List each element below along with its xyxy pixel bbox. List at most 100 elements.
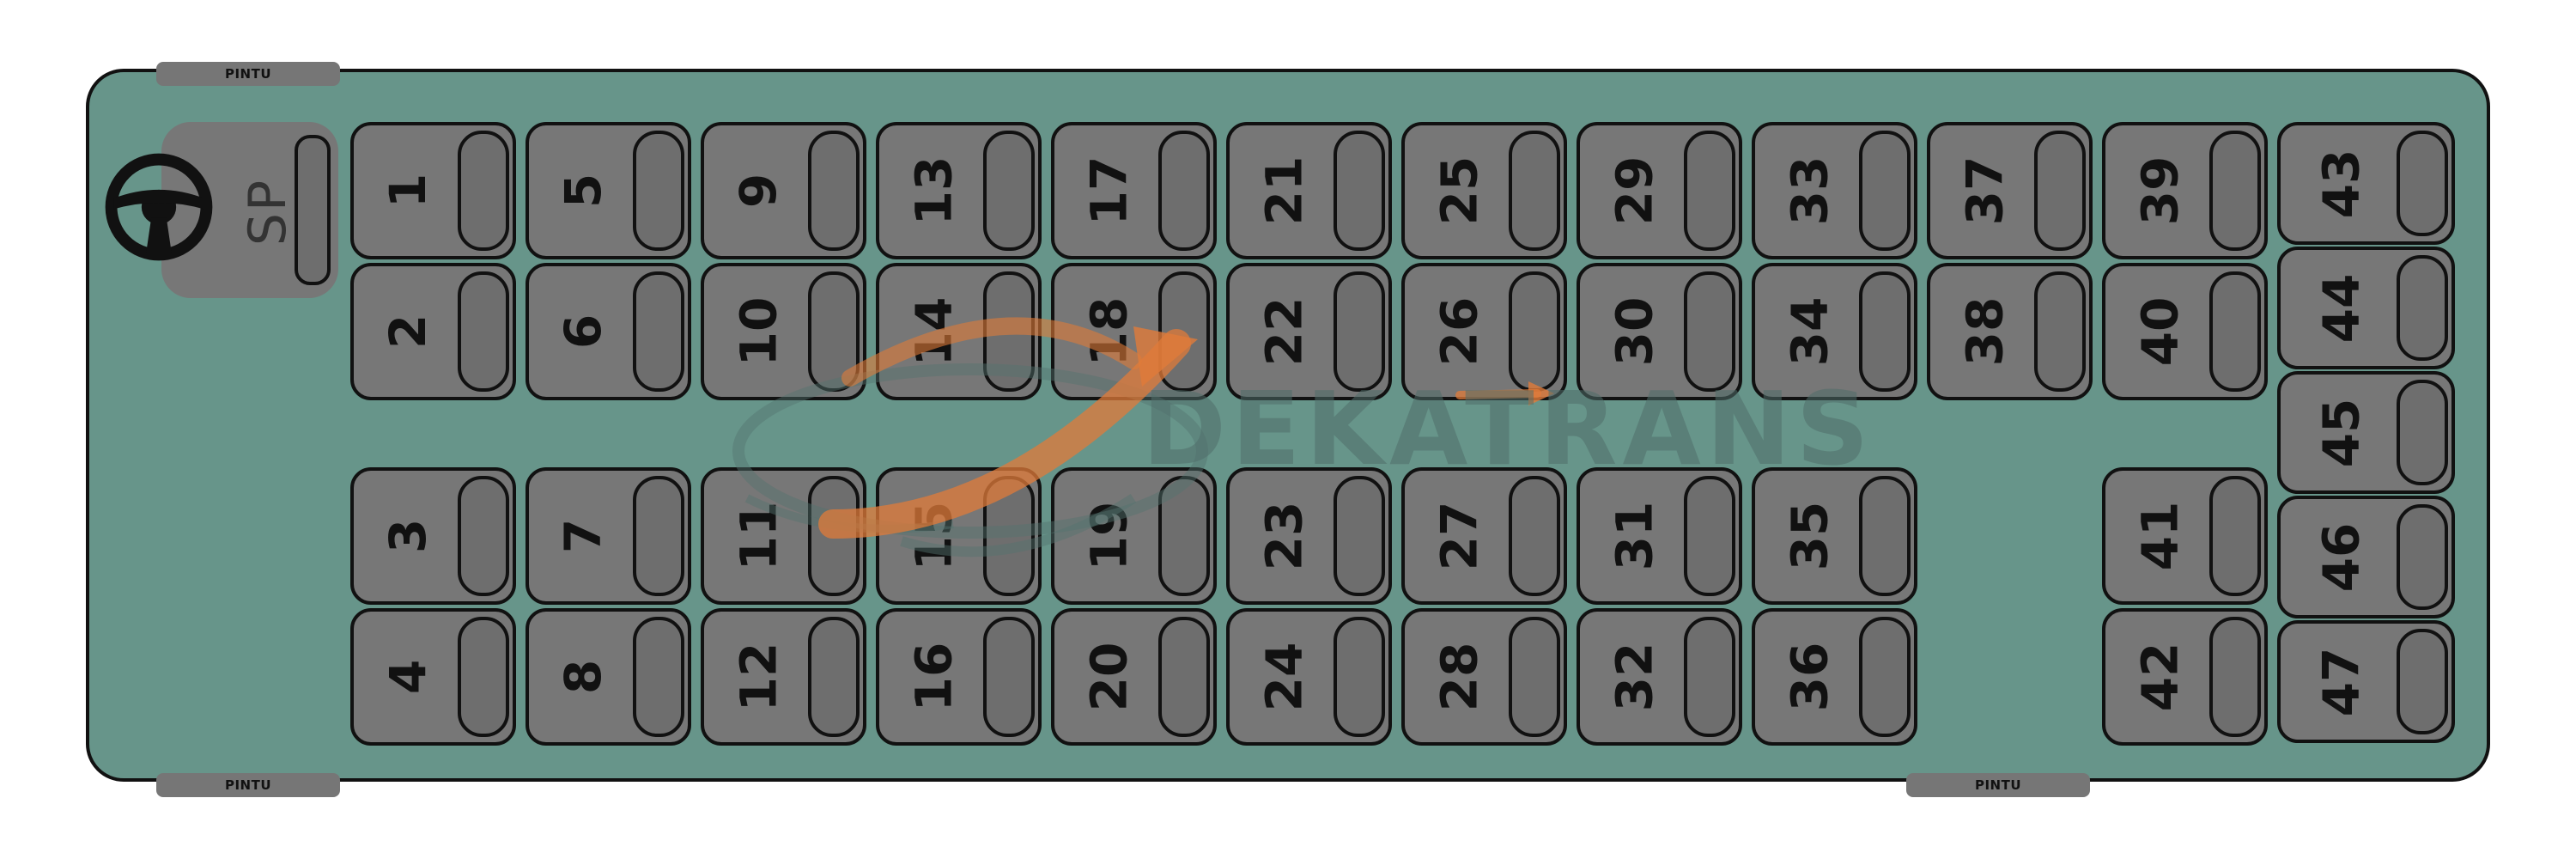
- seat-backrest: [2034, 131, 2086, 251]
- seat-34[interactable]: 34: [1752, 263, 1917, 400]
- seat-number: 27: [1430, 501, 1489, 571]
- seat-47[interactable]: 47: [2277, 620, 2455, 743]
- seat-32[interactable]: 32: [1577, 608, 1742, 746]
- seat-21[interactable]: 21: [1226, 122, 1392, 259]
- seat-25[interactable]: 25: [1401, 122, 1567, 259]
- seat-number: 10: [729, 296, 788, 367]
- seat-12[interactable]: 12: [701, 608, 866, 746]
- seat-number: 38: [1955, 296, 2014, 367]
- seat-number: 25: [1430, 155, 1489, 226]
- seat-number: 20: [1079, 642, 1139, 712]
- seat-number: 40: [2130, 296, 2190, 367]
- seat-backrest: [458, 131, 509, 251]
- seat-17[interactable]: 17: [1051, 122, 1217, 259]
- seat-number: 13: [904, 155, 963, 226]
- seat-number: 9: [729, 173, 788, 209]
- seat-number: 37: [1955, 155, 2014, 226]
- seat-39[interactable]: 39: [2102, 122, 2268, 259]
- seat-3[interactable]: 3: [350, 467, 516, 605]
- seat-16[interactable]: 16: [876, 608, 1042, 746]
- seat-backrest: [2209, 131, 2261, 251]
- seat-27[interactable]: 27: [1401, 467, 1567, 605]
- seat-20[interactable]: 20: [1051, 608, 1217, 746]
- seat-backrest: [983, 617, 1035, 737]
- seat-37[interactable]: 37: [1927, 122, 2093, 259]
- seat-number: 47: [2312, 647, 2371, 716]
- seat-number: 46: [2312, 522, 2371, 592]
- seat-7[interactable]: 7: [526, 467, 691, 605]
- seat-6[interactable]: 6: [526, 263, 691, 400]
- seat-backrest: [2209, 617, 2261, 737]
- seat-46[interactable]: 46: [2277, 496, 2455, 618]
- seat-backrest: [808, 476, 860, 596]
- seat-number: 31: [1605, 501, 1664, 571]
- seat-number: 33: [1780, 155, 1839, 226]
- seat-backrest: [1334, 617, 1385, 737]
- seat-backrest: [2397, 380, 2448, 485]
- seat-number: 14: [904, 296, 963, 367]
- seat-31[interactable]: 31: [1577, 467, 1742, 605]
- seat-38[interactable]: 38: [1927, 263, 2093, 400]
- seat-backrest: [1509, 131, 1560, 251]
- seat-2[interactable]: 2: [350, 263, 516, 400]
- seat-backrest: [1509, 271, 1560, 392]
- seat-41[interactable]: 41: [2102, 467, 2268, 605]
- seat-22[interactable]: 22: [1226, 263, 1392, 400]
- seat-number: 36: [1780, 642, 1839, 712]
- seat-backrest: [2397, 131, 2448, 236]
- seat-number: 1: [379, 173, 438, 209]
- seat-backrest: [983, 271, 1035, 392]
- door-front-top: PINTU: [156, 62, 340, 86]
- seat-29[interactable]: 29: [1577, 122, 1742, 259]
- seat-5[interactable]: 5: [526, 122, 691, 259]
- driver-seat-label: SP: [238, 178, 298, 247]
- seat-1[interactable]: 1: [350, 122, 516, 259]
- seat-backrest: [2209, 476, 2261, 596]
- seat-42[interactable]: 42: [2102, 608, 2268, 746]
- seat-44[interactable]: 44: [2277, 247, 2455, 369]
- seat-number: 41: [2130, 501, 2190, 571]
- seat-backrest: [2034, 271, 2086, 392]
- seat-43[interactable]: 43: [2277, 122, 2455, 245]
- seat-15[interactable]: 15: [876, 467, 1042, 605]
- seat-backrest: [808, 617, 860, 737]
- seat-backrest: [1334, 271, 1385, 392]
- seat-number: 29: [1605, 155, 1664, 226]
- seat-number: 45: [2312, 398, 2371, 467]
- seat-number: 23: [1255, 501, 1314, 571]
- seat-11[interactable]: 11: [701, 467, 866, 605]
- seat-33[interactable]: 33: [1752, 122, 1917, 259]
- driver-seat-backrest: [295, 135, 331, 285]
- seat-9[interactable]: 9: [701, 122, 866, 259]
- seat-number: 30: [1605, 296, 1664, 367]
- seat-35[interactable]: 35: [1752, 467, 1917, 605]
- seat-30[interactable]: 30: [1577, 263, 1742, 400]
- seat-19[interactable]: 19: [1051, 467, 1217, 605]
- seat-backrest: [2397, 504, 2448, 610]
- seat-number: 24: [1255, 642, 1314, 712]
- seat-40[interactable]: 40: [2102, 263, 2268, 400]
- seat-backrest: [1859, 131, 1911, 251]
- seat-backrest: [458, 476, 509, 596]
- seat-number: 26: [1430, 296, 1489, 367]
- seat-4[interactable]: 4: [350, 608, 516, 746]
- seat-backrest: [633, 617, 684, 737]
- seat-26[interactable]: 26: [1401, 263, 1567, 400]
- seat-10[interactable]: 10: [701, 263, 866, 400]
- seat-backrest: [2397, 629, 2448, 734]
- seat-28[interactable]: 28: [1401, 608, 1567, 746]
- seat-backrest: [983, 476, 1035, 596]
- seat-8[interactable]: 8: [526, 608, 691, 746]
- seat-13[interactable]: 13: [876, 122, 1042, 259]
- seat-number: 12: [729, 642, 788, 712]
- seat-45[interactable]: 45: [2277, 371, 2455, 494]
- seat-23[interactable]: 23: [1226, 467, 1392, 605]
- seat-backrest: [1684, 476, 1735, 596]
- seat-24[interactable]: 24: [1226, 608, 1392, 746]
- seat-backrest: [1334, 476, 1385, 596]
- seat-number: 7: [554, 518, 613, 554]
- seat-backrest: [633, 271, 684, 392]
- seat-36[interactable]: 36: [1752, 608, 1917, 746]
- seat-number: 16: [904, 642, 963, 712]
- seat-14[interactable]: 14: [876, 263, 1042, 400]
